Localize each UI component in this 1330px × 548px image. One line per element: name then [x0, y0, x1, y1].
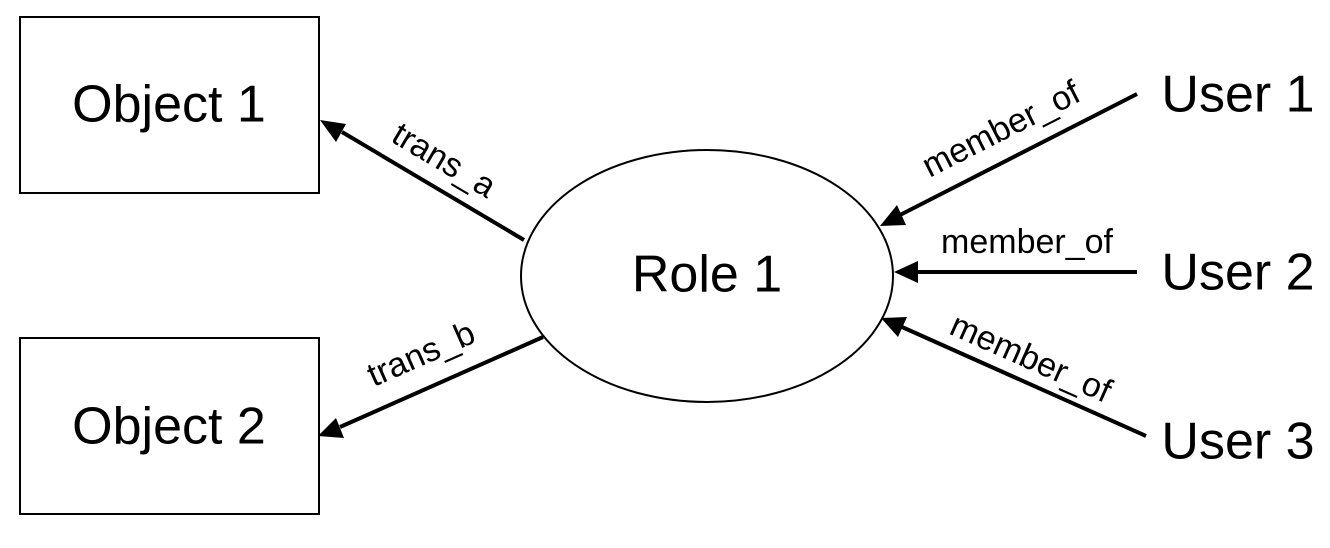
- trans-b-arrowhead: [318, 418, 344, 438]
- member-of-3-arrowhead: [881, 317, 907, 337]
- user-2-label: User 2: [1161, 244, 1314, 302]
- object-1-node: Object 1: [19, 16, 320, 194]
- edge-member-of-user-3: member_of: [881, 306, 1147, 438]
- object-2-box: [19, 337, 320, 515]
- role-1-ellipse: [520, 149, 894, 403]
- user-1-label: User 1: [1161, 66, 1314, 124]
- object-2-node: Object 2: [19, 337, 320, 515]
- member-of-2-label: member_of: [941, 223, 1114, 261]
- trans-b-line: [339, 335, 544, 429]
- edge-member-of-user-1: member_of: [880, 73, 1138, 226]
- role-1-label: Role 1: [632, 246, 782, 304]
- edge-trans-b: trans_b: [318, 314, 544, 438]
- object-1-box: [19, 16, 320, 194]
- member-of-3-line: [901, 325, 1147, 438]
- user-3-label: User 3: [1161, 413, 1314, 471]
- member-of-1-label: member_of: [916, 73, 1087, 185]
- object-2-label: Object 2: [72, 398, 266, 456]
- member-of-1-line: [899, 92, 1138, 217]
- trans-a-line: [340, 130, 526, 242]
- trans-a-arrowhead: [320, 120, 346, 142]
- edge-member-of-user-2: member_of: [894, 223, 1137, 283]
- member-of-1-arrowhead: [880, 205, 906, 226]
- role-1-node: Role 1: [520, 149, 894, 403]
- object-1-label: Object 1: [72, 76, 266, 134]
- member-of-2-arrowhead: [894, 261, 918, 283]
- trans-b-label: trans_b: [362, 314, 481, 395]
- edge-trans-a: trans_a: [320, 115, 526, 242]
